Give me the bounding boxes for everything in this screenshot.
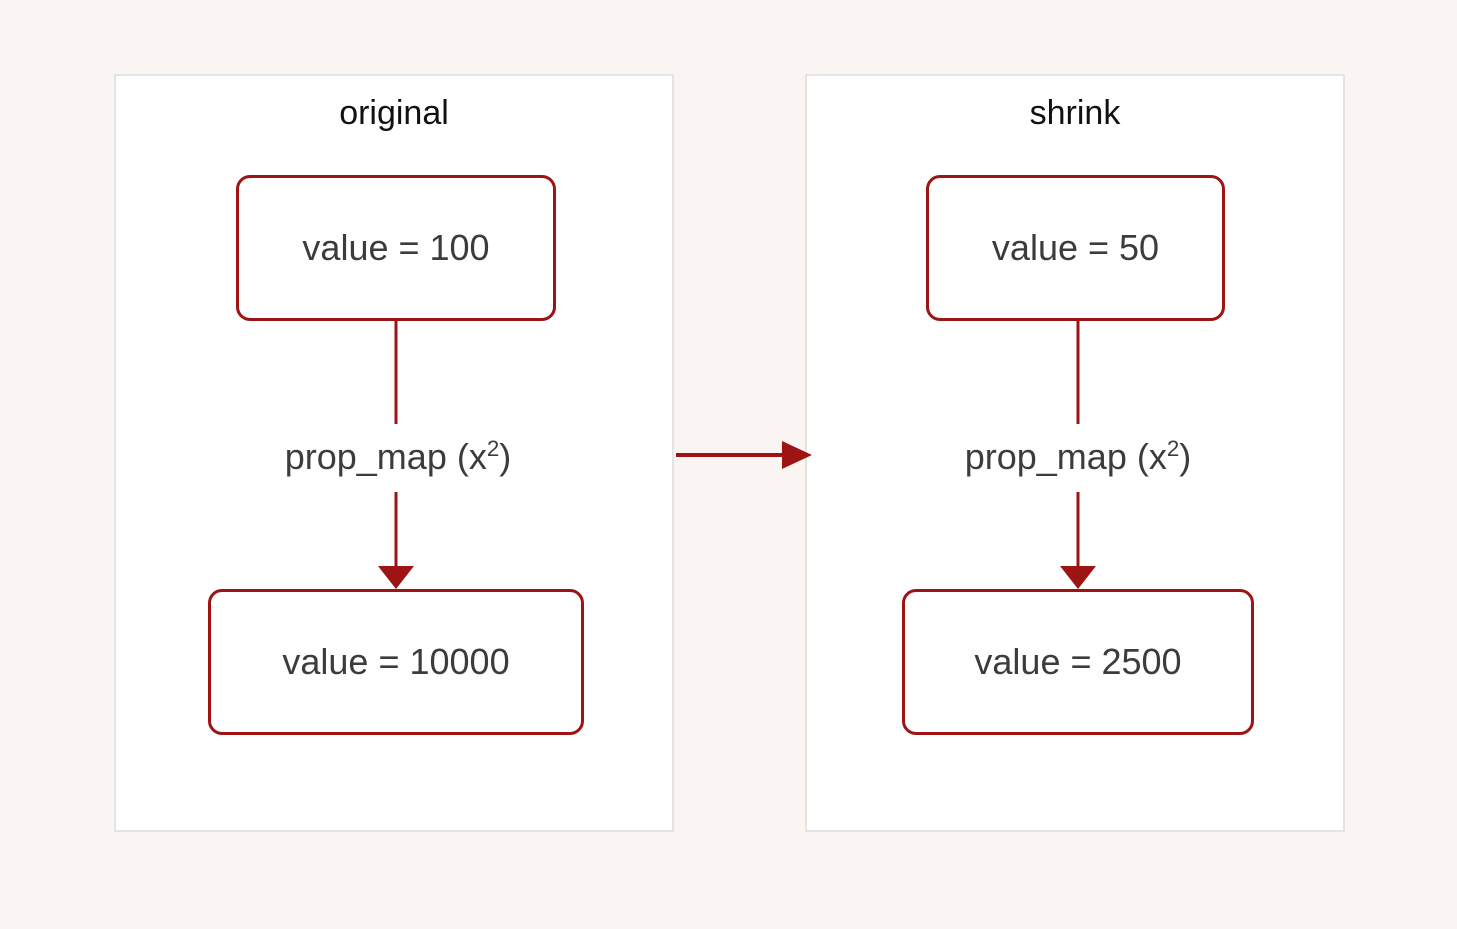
panel-original-title: original — [339, 94, 449, 132]
node-original-target[interactable]: value = 10000 — [208, 589, 584, 735]
node-shrink-source[interactable]: value = 50 — [926, 175, 1225, 321]
edge-label-original-suffix: ) — [499, 436, 512, 477]
edge-label-shrink: prop_map (x2) — [928, 436, 1228, 478]
node-original-source[interactable]: value = 100 — [236, 175, 556, 321]
edge-label-shrink-prefix: prop_map (x — [964, 436, 1167, 477]
edge-label-original-exponent: 2 — [486, 436, 500, 461]
edge-label-original: prop_map (x2) — [248, 436, 548, 478]
node-shrink-target[interactable]: value = 2500 — [902, 589, 1254, 735]
panel-shrink-title: shrink — [1029, 94, 1121, 132]
edge-label-original-prefix: prop_map (x — [284, 436, 487, 477]
edge-label-shrink-exponent: 2 — [1166, 436, 1180, 461]
edge-label-shrink-suffix: ) — [1179, 436, 1192, 477]
